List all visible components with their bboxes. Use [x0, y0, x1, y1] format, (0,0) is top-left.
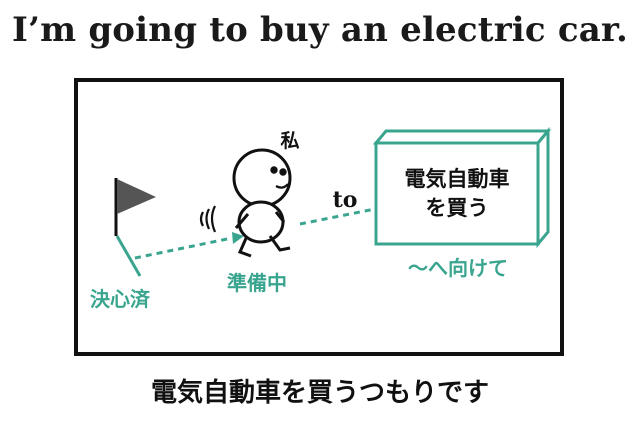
goal-box — [372, 126, 552, 249]
walking-person-icon — [232, 148, 292, 258]
goal-line-1: 電気自動車 — [405, 167, 510, 191]
in-progress-label: 準備中 — [227, 271, 287, 295]
progress-path — [134, 236, 233, 260]
goal-path — [299, 206, 381, 226]
illustration-frame — [74, 78, 564, 356]
japanese-caption: 電気自動車を買うつもりです — [150, 378, 489, 408]
arrow-head-1 — [232, 232, 244, 244]
page-title: I’m going to buy an electric car. — [11, 10, 629, 50]
toward-label: ～へ向けて — [408, 256, 508, 280]
motion-lines-icon — [199, 205, 217, 233]
me-label: 私 — [280, 130, 299, 152]
flag-icon — [114, 178, 156, 277]
decided-label: 決心済 — [90, 287, 151, 311]
to-label: to — [333, 187, 358, 213]
goal-line-2: を買う — [426, 196, 489, 220]
